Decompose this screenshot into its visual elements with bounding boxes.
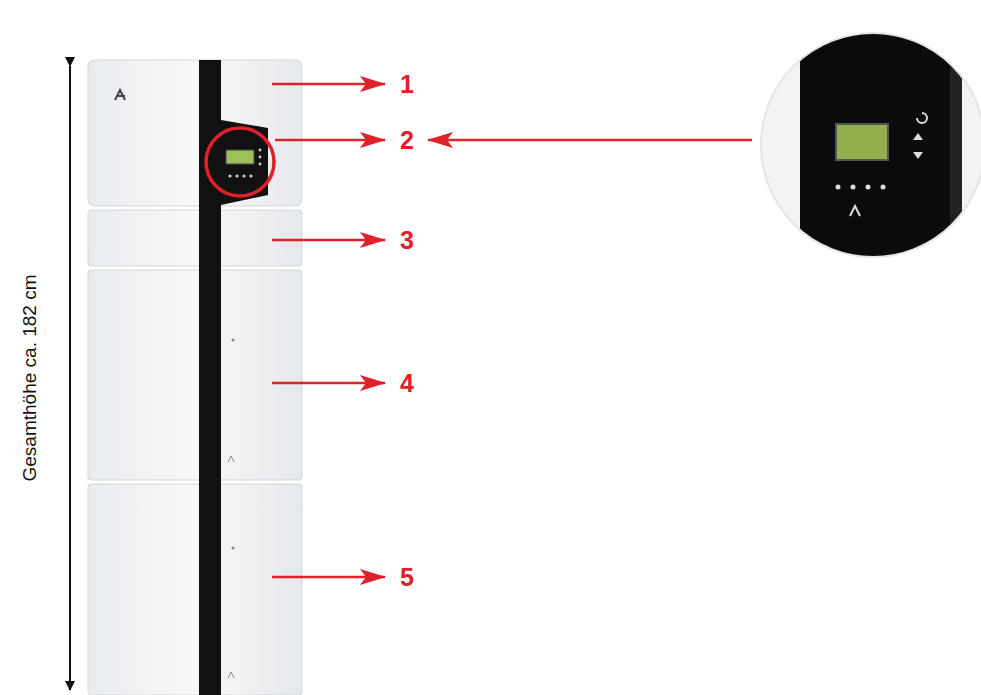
display-magnifier xyxy=(755,30,981,270)
callout-number: 1 xyxy=(400,72,414,97)
highlight-circle xyxy=(206,128,274,196)
callout-number: 3 xyxy=(400,228,414,253)
dimension-label: Gesamthöhe ca. 182 cm xyxy=(19,275,41,482)
cabinet xyxy=(88,60,302,695)
callout-number: 2 xyxy=(400,128,414,153)
callout-arrows xyxy=(272,84,752,577)
callout-number: 4 xyxy=(400,371,414,396)
dimension-line xyxy=(69,66,71,690)
callout-number: 5 xyxy=(400,565,414,590)
